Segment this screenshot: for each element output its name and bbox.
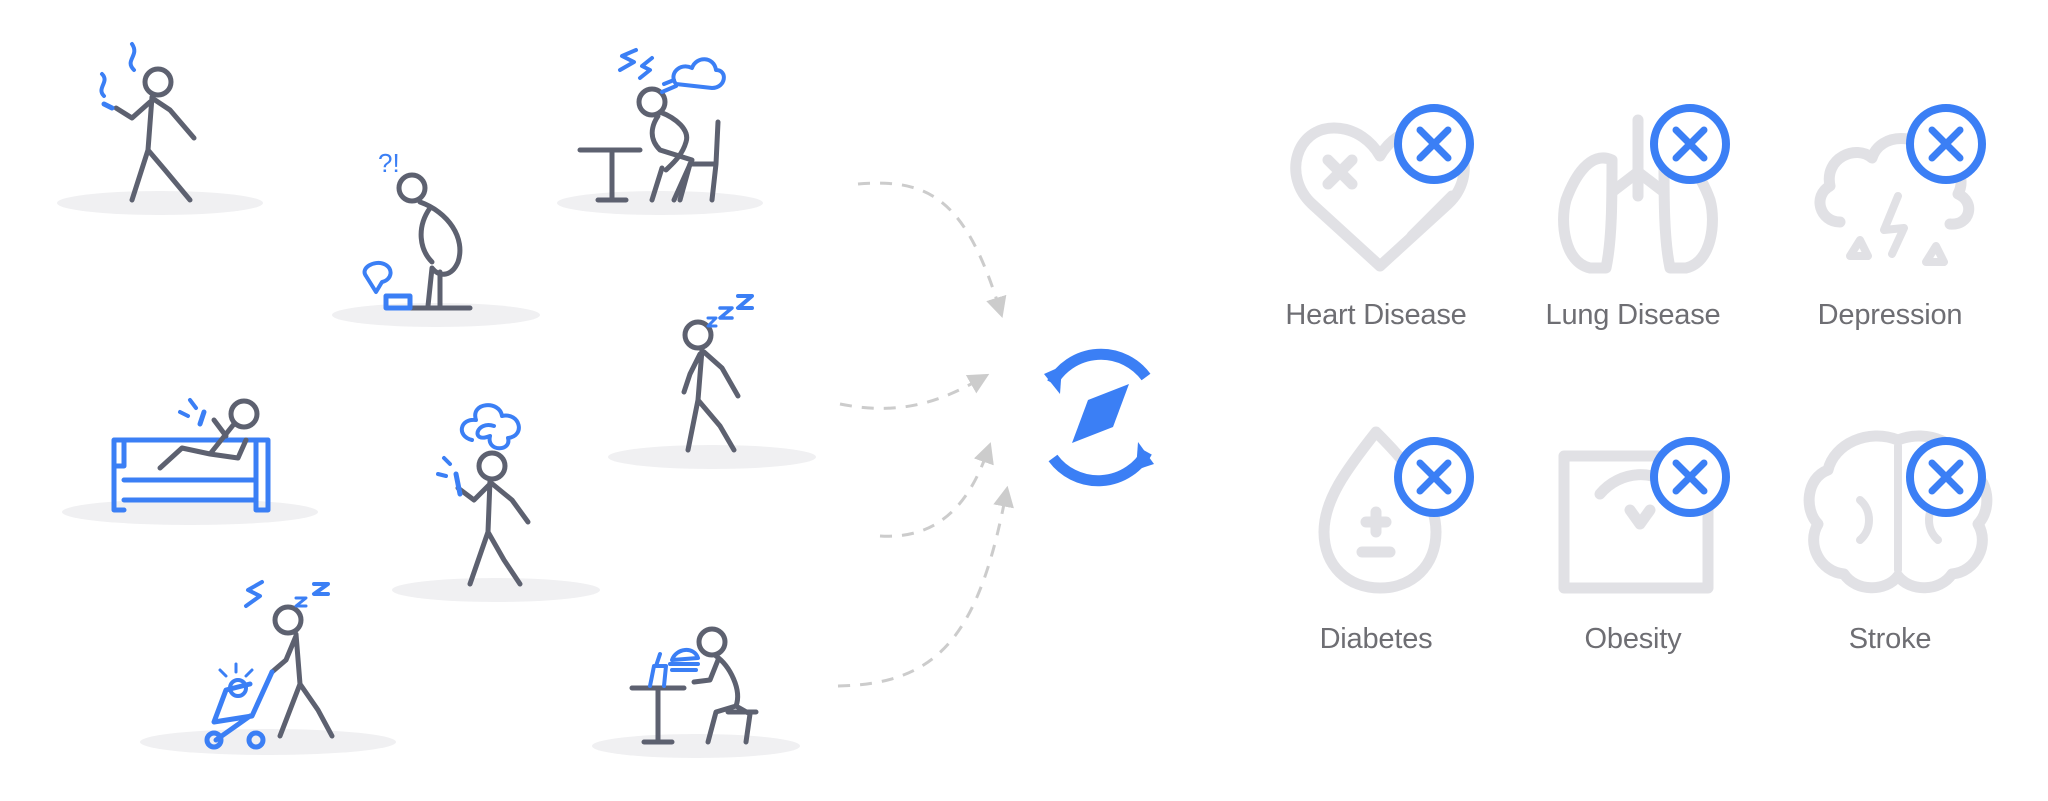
compass-refresh-icon bbox=[1044, 348, 1154, 487]
condition-label-lung-disease: Lung Disease bbox=[1545, 299, 1721, 331]
walking-phone-person-icon bbox=[392, 403, 600, 602]
weighing-scale-person-icon: ?! bbox=[332, 148, 540, 327]
condition-label-diabetes: Diabetes bbox=[1319, 623, 1433, 655]
stroller-parent-icon bbox=[140, 580, 396, 755]
storm-cloud-icon bbox=[1814, 133, 1975, 266]
x-circle-icon bbox=[1906, 104, 1986, 184]
stressed-worker-icon bbox=[557, 48, 763, 215]
x-circle-icon bbox=[1394, 437, 1474, 517]
x-circle-icon bbox=[1906, 437, 1986, 517]
x-circle-icon bbox=[1650, 104, 1730, 184]
condition-label-heart-disease: Heart Disease bbox=[1285, 299, 1467, 331]
x-circle-icon bbox=[1394, 104, 1474, 184]
couch-phone-person-icon bbox=[62, 398, 318, 525]
tired-walking-person-icon bbox=[608, 294, 816, 469]
x-circle-icon bbox=[1650, 437, 1730, 517]
condition-label-depression: Depression bbox=[1817, 299, 1963, 331]
smoking-person-icon bbox=[57, 42, 263, 215]
surprise-mark: ?! bbox=[378, 148, 400, 178]
connector-arrows bbox=[837, 181, 1014, 688]
condition-label-stroke: Stroke bbox=[1848, 623, 1932, 655]
fast-food-eater-icon bbox=[592, 626, 800, 758]
condition-label-obesity: Obesity bbox=[1584, 623, 1682, 655]
